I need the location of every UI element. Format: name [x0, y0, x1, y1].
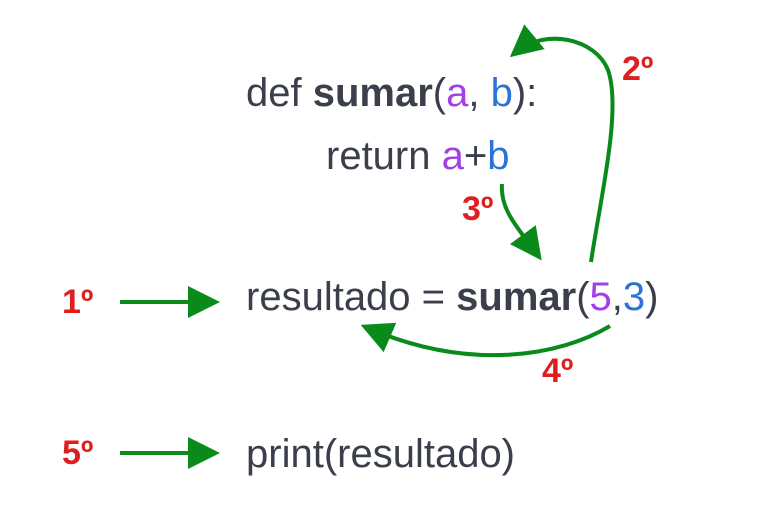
arg-1: 5 — [589, 275, 612, 319]
arrow-step-3 — [499, 183, 542, 261]
param-b: b — [490, 71, 513, 115]
return-param-a: a — [441, 134, 464, 178]
step-label-3: 3º — [462, 190, 494, 228]
open-paren: ( — [432, 71, 447, 115]
function-name: sumar — [312, 71, 433, 115]
arg-separator: , — [611, 275, 623, 319]
print-statement: print(resultado) — [246, 432, 516, 476]
code-line-def: def sumar(a, b): — [246, 73, 537, 113]
param-a: a — [446, 71, 469, 115]
plus-operator: + — [463, 134, 488, 178]
arrow-step-4 — [360, 322, 612, 358]
step-label-4: 4º — [542, 352, 574, 390]
code-line-print: print(resultado) — [246, 434, 515, 474]
call-function-name: sumar — [456, 275, 577, 319]
param-separator: , — [468, 71, 491, 115]
result-variable: resultado — [246, 275, 411, 319]
call-open-paren: ( — [576, 275, 590, 319]
code-line-return: return a+b — [326, 136, 509, 176]
step-label-1: 1º — [62, 283, 94, 321]
step-label-5: 5º — [62, 434, 94, 472]
call-close-paren: ) — [645, 275, 659, 319]
code-line-assignment: resultado = sumar(5,3) — [246, 277, 659, 317]
close-paren: ): — [512, 71, 538, 115]
return-keyword: return — [326, 134, 431, 178]
def-keyword: def — [246, 71, 302, 115]
arrow-step-2 — [509, 24, 615, 263]
assign-operator: = — [410, 275, 457, 319]
step-label-2: 2º — [622, 50, 654, 88]
arg-2: 3 — [622, 275, 646, 319]
return-param-b: b — [487, 134, 510, 178]
